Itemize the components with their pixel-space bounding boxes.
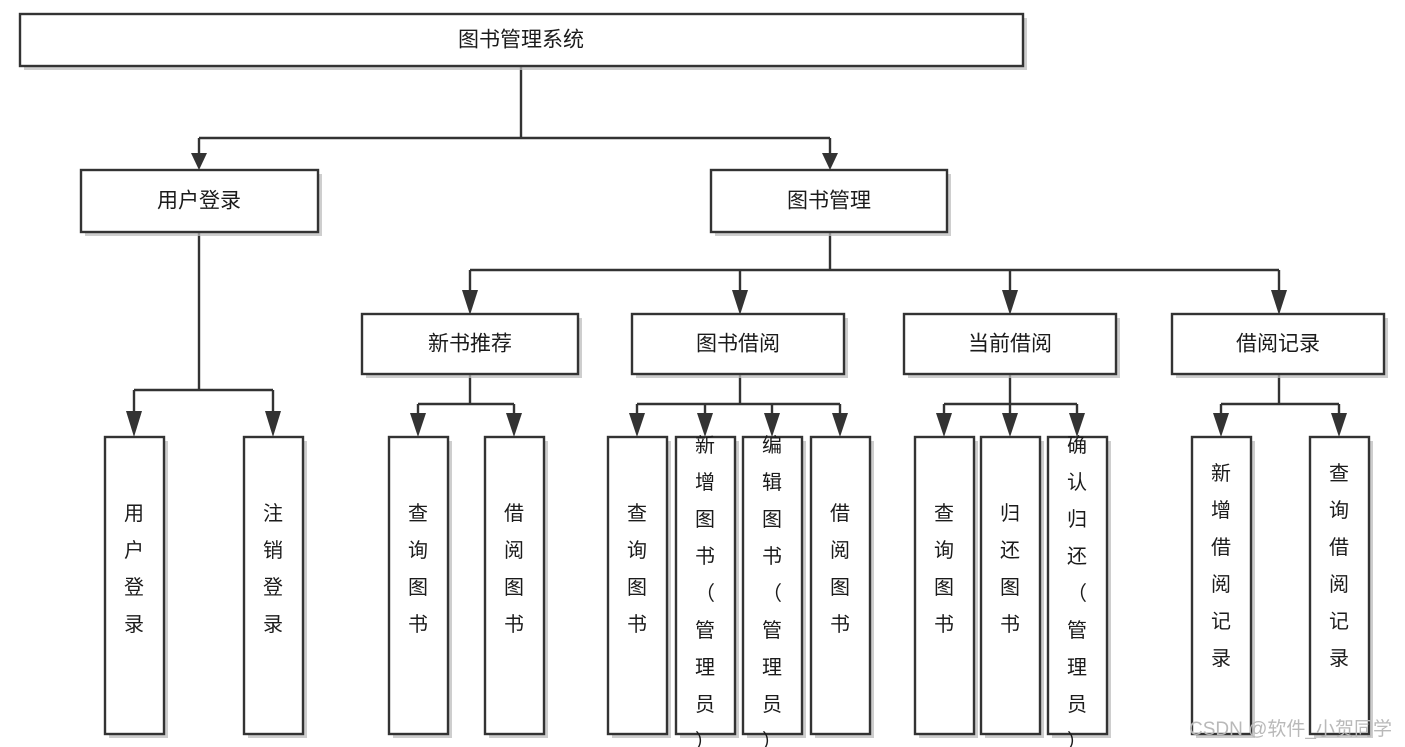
arrow-head-currentborrow-leaf3 <box>1069 413 1085 437</box>
leaf-borrow-record-1-label: 新增借阅记录 <box>1211 462 1231 670</box>
leaf-current-borrow-1-box <box>913 435 976 736</box>
leaf-current-borrow-1-label: 查询图书 <box>934 502 954 636</box>
leaf-user-login-1-label: 用户登录 <box>124 503 144 636</box>
leaf-borrow-book-3-box <box>741 435 804 736</box>
node-root[interactable]: 图书管理系统 <box>18 12 1027 70</box>
arrow-head-current-borrow <box>1002 290 1018 315</box>
leaf-current-borrow-2-box <box>979 435 1042 736</box>
leaf-borrow-record-1[interactable]: 新增借阅记录 <box>1190 435 1255 738</box>
leaf-current-borrow-2-label: 归还图书 <box>1000 502 1020 636</box>
node-root-label: 图书管理系统 <box>458 29 584 52</box>
leaf-new-book-1[interactable]: 查询图书 <box>387 435 452 738</box>
leaf-user-login-1-box <box>103 435 166 736</box>
leaf-borrow-record-2[interactable]: 查询借阅记录 <box>1308 435 1373 738</box>
leaf-new-book-1-label: 查询图书 <box>408 502 428 636</box>
node-book-management-label: 图书管理 <box>787 190 871 213</box>
arrow-head-user-login <box>191 153 207 170</box>
arrow-head-new-book <box>462 290 478 315</box>
node-borrow-record-label: 借阅记录 <box>1236 333 1320 356</box>
arrow-head-borrowrecord-leaf2 <box>1331 413 1347 437</box>
arrow-head-borrowbook-leaf3 <box>764 413 780 437</box>
leaf-borrow-book-4-label: 借阅图书 <box>830 502 850 636</box>
arrow-head-book-mgmt <box>822 153 838 170</box>
leaf-borrow-book-1-label: 查询图书 <box>627 502 647 636</box>
arrow-head-borrowbook-leaf2 <box>697 413 713 437</box>
leaf-borrow-book-2-label: 新增图书（管理员） <box>695 434 715 747</box>
leaf-borrow-record-2-box <box>1308 435 1371 736</box>
leaf-borrow-book-4-box <box>809 435 872 736</box>
node-root-box <box>18 12 1025 68</box>
leaf-new-book-1-box <box>387 435 450 736</box>
leaf-new-book-2[interactable]: 借阅图书 <box>483 435 548 738</box>
node-new-book-recommend-box <box>360 312 580 376</box>
arrow-head-currentborrow-leaf1 <box>936 413 952 437</box>
arrow-head-borrowbook-leaf1 <box>629 413 645 437</box>
leaf-borrow-book-3[interactable]: 编辑图书（管理员） <box>741 434 806 747</box>
leaf-new-book-2-label: 借阅图书 <box>504 502 524 636</box>
connector-group <box>126 66 1347 437</box>
leaf-user-login-2-box <box>242 435 305 736</box>
leaf-borrow-book-1-box <box>606 435 669 736</box>
leaf-borrow-record-1-box <box>1190 435 1253 736</box>
arrow-head-userlogin-leaf1 <box>126 411 142 437</box>
leaf-new-book-2-box <box>483 435 546 736</box>
node-borrow-record-box <box>1170 312 1386 376</box>
leaf-user-login-2-label: 注销登录 <box>263 502 283 636</box>
node-user-login-label: 用户登录 <box>157 190 241 213</box>
leaf-borrow-book-2-box <box>674 435 737 736</box>
arrow-head-borrow-record <box>1271 290 1287 315</box>
node-current-borrow[interactable]: 当前借阅 <box>902 312 1120 378</box>
node-user-login[interactable]: 用户登录 <box>79 168 322 236</box>
arrow-head-borrow-book <box>732 290 748 315</box>
leaf-user-login-2[interactable]: 注销登录 <box>242 435 307 738</box>
node-current-borrow-box <box>902 312 1118 376</box>
leaf-borrow-book-3-label: 编辑图书（管理员） <box>762 434 782 747</box>
node-book-borrow[interactable]: 图书借阅 <box>630 312 848 378</box>
leaf-user-login-1[interactable]: 用户登录 <box>103 435 168 738</box>
watermark-label: CSDN @软件_小贺同学 <box>1189 718 1392 740</box>
node-book-borrow-box <box>630 312 846 376</box>
node-book-borrow-label: 图书借阅 <box>696 333 780 356</box>
node-new-book-recommend-label: 新书推荐 <box>428 333 512 356</box>
arrow-head-userlogin-leaf2 <box>265 411 281 437</box>
node-book-management-box <box>709 168 949 234</box>
arrow-head-borrowrecord-leaf1 <box>1213 413 1229 437</box>
leaf-borrow-book-1[interactable]: 查询图书 <box>606 435 671 738</box>
arrow-head-currentborrow-leaf2 <box>1002 413 1018 437</box>
leaf-borrow-record-2-label: 查询借阅记录 <box>1329 462 1349 670</box>
leaf-current-borrow-1[interactable]: 查询图书 <box>913 435 978 738</box>
node-current-borrow-label: 当前借阅 <box>968 333 1052 356</box>
arrow-head-newbook-leaf1 <box>410 413 426 437</box>
leaf-borrow-book-2[interactable]: 新增图书（管理员） <box>674 434 739 747</box>
leaf-current-borrow-3[interactable]: 确认归还（管理员） <box>1046 434 1111 747</box>
node-borrow-record[interactable]: 借阅记录 <box>1170 312 1388 378</box>
node-user-login-box <box>79 168 320 234</box>
arrow-head-borrowbook-leaf4 <box>832 413 848 437</box>
leaf-borrow-book-4[interactable]: 借阅图书 <box>809 435 874 738</box>
node-book-management[interactable]: 图书管理 <box>709 168 951 236</box>
leaf-current-borrow-3-box <box>1046 435 1109 736</box>
leaf-current-borrow-3-label: 确认归还（管理员） <box>1067 434 1087 747</box>
node-new-book-recommend[interactable]: 新书推荐 <box>360 312 582 378</box>
arrow-head-newbook-leaf2 <box>506 413 522 437</box>
leaf-current-borrow-2[interactable]: 归还图书 <box>979 435 1044 738</box>
